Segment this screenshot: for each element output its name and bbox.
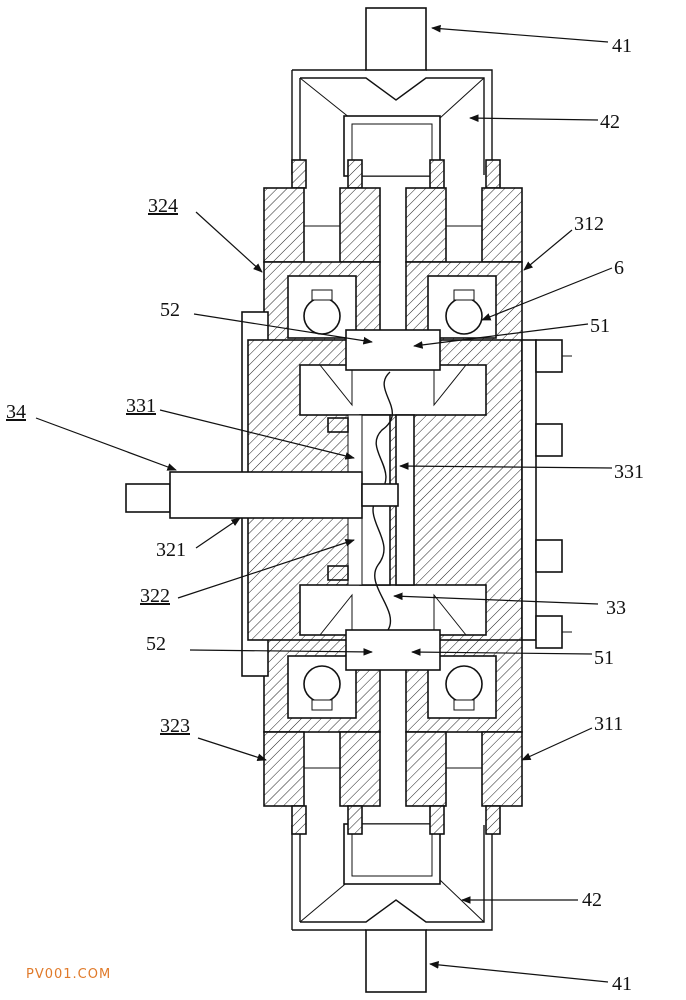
bottom-manifold: [291, 823, 493, 993]
label-52-bottom: 52: [146, 633, 166, 655]
label-52-top: 52: [160, 299, 180, 321]
label-322: 322: [140, 585, 170, 607]
label-324: 324: [148, 195, 178, 217]
label-323: 323: [160, 715, 190, 737]
callout-labels: 41 42 324 312 6 52 51 34 331 331 321 322…: [6, 35, 644, 995]
label-51-top: 51: [590, 315, 610, 337]
input-shaft: [125, 471, 399, 519]
label-51-bottom: 51: [594, 647, 614, 669]
label-42-bottom: 42: [582, 889, 602, 911]
leader-lines: [35, 24, 613, 983]
label-42-top: 42: [600, 111, 620, 133]
top-manifold: [291, 7, 493, 177]
label-34: 34: [6, 401, 26, 423]
label-321: 321: [156, 539, 186, 561]
label-331-left: 331: [126, 395, 156, 417]
label-33: 33: [606, 597, 626, 619]
label-41-top: 41: [612, 35, 632, 57]
bolts: [535, 339, 572, 649]
label-311: 311: [594, 713, 623, 735]
label-41-bottom: 41: [612, 973, 632, 995]
upper-right-bearing-stack: [405, 159, 523, 359]
label-312: 312: [574, 213, 604, 235]
label-331-right: 331: [614, 461, 644, 483]
label-6: 6: [614, 257, 624, 279]
watermark: PV001.COM: [26, 967, 111, 982]
